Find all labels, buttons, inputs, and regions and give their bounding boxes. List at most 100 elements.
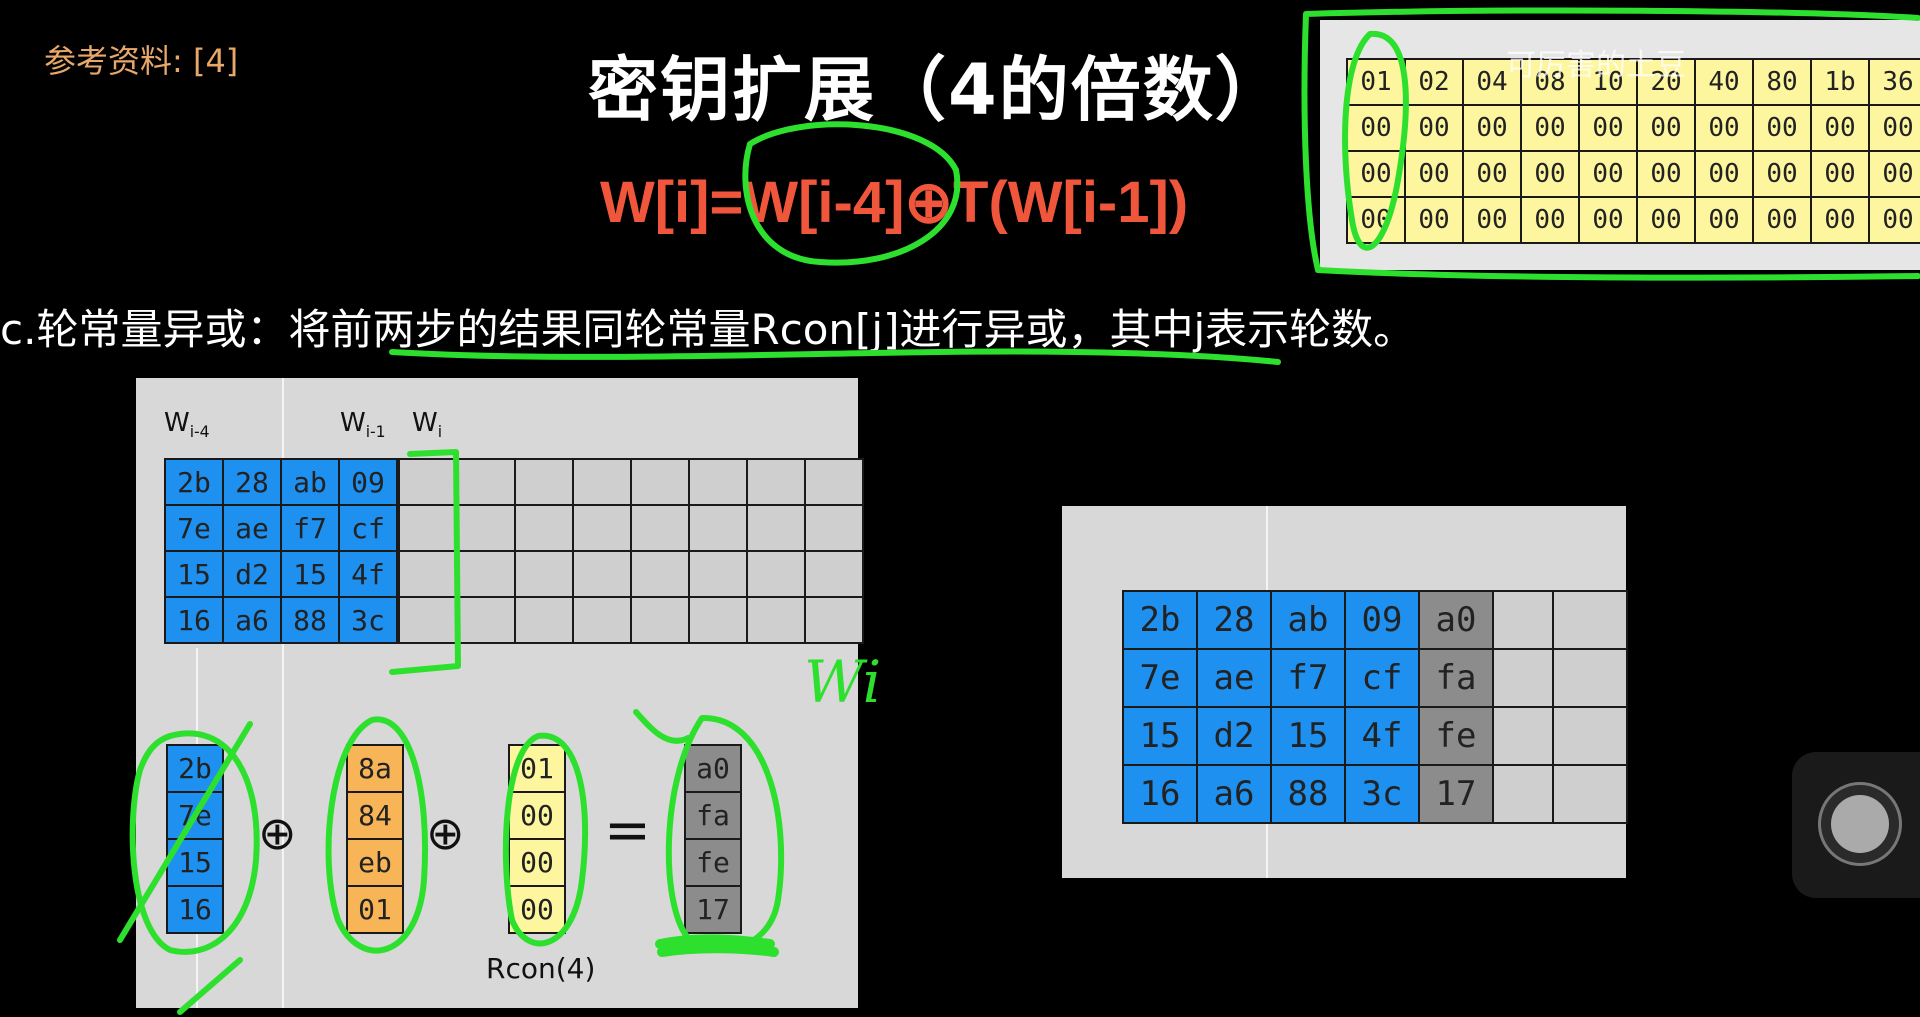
byte-cell: 00 [1868,150,1920,198]
byte-cell: a6 [1196,764,1272,824]
byte-cell: 00 [1810,104,1870,152]
empty-cell [514,550,574,598]
byte-cell: 00 [1462,196,1522,244]
byte-cell: fe [684,838,742,887]
byte-cell: f7 [280,504,340,552]
byte-cell: ab [1270,590,1346,650]
reference-label: 参考资料: [4] [44,42,239,80]
byte-cell: fe [1418,706,1494,766]
xor-operator: ⊕ [426,806,465,860]
equals-operator: = [604,798,651,863]
empty-cell [456,596,516,644]
byte-cell: 17 [1418,764,1494,824]
byte-cell: 7e [164,504,224,552]
label-w-i-4: Wi-4 [164,408,210,441]
byte-cell: 02 [1404,58,1464,106]
empty-cell [572,550,632,598]
label-w-i-1: Wi-1 [340,408,386,441]
byte-cell: 3c [1344,764,1420,824]
byte-cell: a0 [684,744,742,793]
byte-cell: 00 [1752,150,1812,198]
byte-cell: 16 [1122,764,1198,824]
rcon-label: Rcon(4) [486,952,596,985]
empty-cell [514,504,574,552]
page-title: 密钥扩展（4的倍数） [588,49,1287,131]
byte-cell: 28 [222,458,282,506]
empty-cell [1552,706,1628,766]
floating-assist-button[interactable] [1792,752,1920,898]
byte-cell: 00 [1810,150,1870,198]
byte-cell: 15 [164,550,224,598]
byte-cell: 00 [1752,104,1812,152]
byte-cell: 4f [1344,706,1420,766]
byte-cell: 8a [346,744,404,793]
byte-cell: 7e [1122,648,1198,708]
byte-cell: cf [1344,648,1420,708]
byte-cell: 16 [166,885,224,934]
handwritten-label: Wi [804,648,882,716]
byte-cell: 00 [508,791,566,840]
formula: W[i]=W[i-4]⊕T(W[i-1]) [600,170,1189,235]
byte-cell: 09 [338,458,398,506]
byte-cell: 36 [1868,58,1920,106]
empty-cell [688,596,748,644]
byte-cell: f7 [1270,648,1346,708]
byte-cell: d2 [1196,706,1272,766]
empty-cell [630,504,690,552]
empty-cell [746,596,806,644]
separator-line [282,378,284,1008]
byte-cell: 00 [1694,196,1754,244]
empty-cell [688,550,748,598]
byte-cell: 00 [1404,150,1464,198]
empty-cell [630,550,690,598]
empty-cell [456,458,516,506]
byte-cell: ab [280,458,340,506]
byte-cell: 01 [508,744,566,793]
empty-cell [572,504,632,552]
byte-cell: 16 [164,596,224,644]
byte-cell: a6 [222,596,282,644]
empty-cell [1552,648,1628,708]
empty-cell [804,596,864,644]
empty-cell [514,596,574,644]
byte-cell: 00 [1346,196,1406,244]
byte-cell: 00 [1578,196,1638,244]
byte-cell: 80 [1752,58,1812,106]
empty-cell [398,504,458,552]
watermark: 可厉害的土豆 [1506,48,1686,83]
byte-cell: 15 [1122,706,1198,766]
xor-operator: ⊕ [258,806,297,860]
byte-cell: 4f [338,550,398,598]
byte-cell: 00 [1578,150,1638,198]
empty-cell [630,458,690,506]
byte-cell: 2b [164,458,224,506]
byte-cell: 00 [1404,104,1464,152]
byte-cell: 00 [1520,196,1580,244]
assist-button-core [1831,795,1889,853]
byte-cell: 00 [1868,104,1920,152]
assist-button-ring [1818,782,1902,866]
byte-cell: 40 [1694,58,1754,106]
byte-cell: 2b [166,744,224,793]
empty-cell [398,458,458,506]
byte-cell: 17 [684,885,742,934]
byte-cell: 00 [508,838,566,887]
byte-cell: 00 [1520,150,1580,198]
byte-cell: 00 [1346,104,1406,152]
description-text: c.轮常量异或：将前两步的结果同轮常量Rcon[j]进行异或，其中j表示轮数。 [0,305,1416,354]
byte-cell: 00 [1462,150,1522,198]
byte-cell: 15 [166,838,224,887]
byte-cell: 00 [1694,104,1754,152]
empty-cell [688,458,748,506]
byte-cell: 01 [346,885,404,934]
empty-cell [804,504,864,552]
byte-cell: ae [1196,648,1272,708]
label-w-i: Wi [412,408,443,441]
byte-cell: 09 [1344,590,1420,650]
byte-cell: 00 [1636,104,1696,152]
empty-cell [746,504,806,552]
byte-cell: eb [346,838,404,887]
byte-cell: 01 [1346,58,1406,106]
